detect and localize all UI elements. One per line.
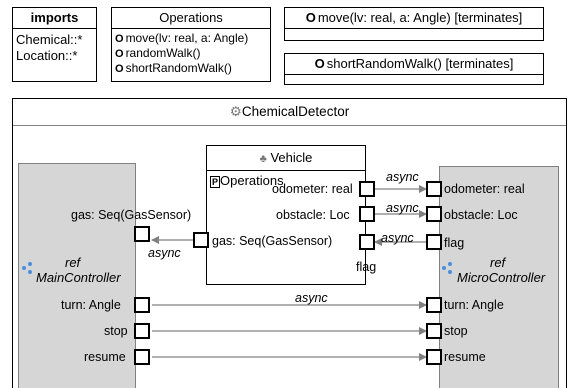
micro-controller-port-flag[interactable] [426, 234, 442, 250]
vehicle-port-gas[interactable] [193, 232, 209, 248]
vehicle-port-odometer[interactable] [359, 181, 375, 197]
main-controller-label-turn: turn: Angle [61, 298, 121, 312]
provided-interface-icon: P [210, 176, 221, 188]
operation-icon: O [115, 63, 124, 75]
micro-controller-label-stop: stop [444, 324, 468, 338]
async-label-gas: async [148, 246, 181, 260]
async-label-odometer: async [386, 170, 419, 184]
main-controller-block [18, 163, 136, 388]
micro-controller-port-stop[interactable] [426, 323, 442, 339]
micro-controller-label-obstacle: obstacle: Loc [444, 208, 518, 222]
micro-controller-label-flag: flag [444, 236, 465, 250]
micro-controller-ref: ref [490, 255, 506, 270]
main-controller-ref: ref [65, 255, 81, 270]
micro-controller-label-resume: resume [444, 350, 486, 364]
micro-controller-port-odometer[interactable] [426, 181, 442, 197]
async-label-obstacle: async [386, 201, 419, 215]
main-controller-port-stop[interactable] [134, 323, 150, 339]
micro-controller-block [439, 166, 559, 388]
vehicle-port-obstacle[interactable] [359, 206, 375, 222]
micro-controller-port-turn[interactable] [426, 297, 442, 313]
micro-controller-label-odometer: odometer: real [444, 182, 525, 196]
operation-icon: O [314, 56, 325, 71]
operation-icon: O [115, 33, 124, 45]
operation-icon: O [305, 10, 316, 25]
vehicle-label-gas: gas: Seq(GasSensor) [212, 234, 333, 248]
chemical-detector-title: ⚙ChemicalDetector [13, 99, 566, 126]
module-icon: ⚙ [229, 104, 242, 119]
vehicle-label-flag: flag [356, 260, 377, 274]
main-controller-port-gas[interactable] [134, 226, 150, 242]
operations-title: Operations [112, 8, 270, 29]
share-icon [442, 266, 446, 270]
main-controller-label-stop: stop [104, 324, 128, 338]
main-controller-label-resume: resume [84, 350, 126, 364]
micro-controller-name: MicroController [457, 270, 546, 285]
async-label-turn: async [295, 291, 328, 305]
operation-icon: O [115, 48, 124, 60]
imports-box: imports Chemical::* Location::* [12, 7, 97, 82]
main-controller-name: MainController [36, 270, 121, 285]
vehicle-port-flag[interactable] [359, 234, 375, 250]
import-item-chemical: Chemical::* [16, 32, 83, 47]
micro-controller-port-obstacle[interactable] [426, 206, 442, 222]
vehicle-title: ♣ Vehicle [207, 146, 365, 171]
async-label-flag: async [381, 231, 414, 245]
vehicle-label-obstacle: obstacle: Loc [276, 208, 350, 222]
robot-icon: ♣ [259, 153, 267, 165]
micro-controller-port-resume[interactable] [426, 349, 442, 365]
import-item-location: Location::* [16, 48, 78, 63]
micro-controller-label-turn: turn: Angle [444, 298, 504, 312]
main-controller-port-resume[interactable] [134, 349, 150, 365]
main-controller-port-turn[interactable] [134, 297, 150, 313]
main-controller-label-gas: gas: Seq(GasSensor) [71, 208, 192, 222]
share-icon [22, 266, 26, 270]
vehicle-label-odometer: odometer: real [272, 182, 353, 196]
imports-title: imports [13, 8, 96, 29]
